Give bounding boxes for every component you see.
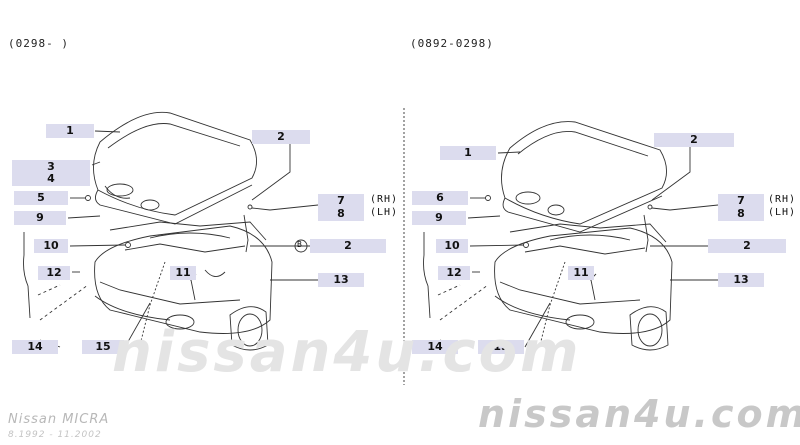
callout[interactable]: 2 — [654, 133, 734, 147]
left-hood-assembly — [23, 111, 325, 351]
callout[interactable]: 9 — [412, 211, 466, 225]
callout[interactable]: 4 — [12, 172, 90, 186]
callout[interactable]: 2 — [310, 239, 386, 253]
callout[interactable]: 3 — [12, 160, 90, 174]
callout[interactable]: 14 — [12, 340, 58, 354]
callout[interactable]: 1 — [440, 146, 496, 160]
callout[interactable]: 12 — [38, 266, 70, 280]
right-panel-header: (0892-0298) — [410, 37, 494, 50]
rh-label-right: (RH) — [768, 194, 797, 205]
right-hood-assembly — [423, 121, 719, 351]
lh-label: (LH) — [370, 207, 399, 218]
callout[interactable]: 8 — [318, 207, 364, 221]
callout[interactable]: 9 — [14, 211, 66, 225]
callout[interactable]: 13 — [718, 273, 764, 287]
callout[interactable]: 11 — [170, 266, 196, 280]
left-panel-header: (0298- ) — [8, 37, 69, 50]
corner-watermark: nissan4u.com — [478, 392, 800, 436]
callout[interactable]: 10 — [34, 239, 68, 253]
vehicle-name: Nissan MICRA — [8, 412, 110, 427]
callout[interactable]: 11 — [568, 266, 594, 280]
lh-label-right: (LH) — [768, 207, 797, 218]
callout[interactable]: 7 — [318, 194, 364, 208]
callout[interactable]: 5 — [14, 191, 68, 205]
callout[interactable]: 8 — [718, 207, 764, 221]
callout[interactable]: 15 — [82, 340, 124, 354]
callout[interactable]: 12 — [438, 266, 470, 280]
vehicle-dates: 8.1992 - 11.2002 — [8, 430, 102, 440]
callout[interactable]: 6 — [412, 191, 468, 205]
callout[interactable]: 2 — [252, 130, 310, 144]
callout[interactable]: 14 — [412, 340, 458, 354]
ref-marker-b: B — [297, 240, 303, 249]
callout[interactable]: 1 — [46, 124, 94, 138]
center-watermark: nissan4u.com — [112, 320, 582, 385]
callout[interactable]: 10 — [436, 239, 468, 253]
callout[interactable]: 13 — [318, 273, 364, 287]
rh-label: (RH) — [370, 194, 399, 205]
callout[interactable]: 15 — [478, 340, 524, 354]
callout[interactable]: 7 — [718, 194, 764, 208]
callout[interactable]: 2 — [708, 239, 786, 253]
